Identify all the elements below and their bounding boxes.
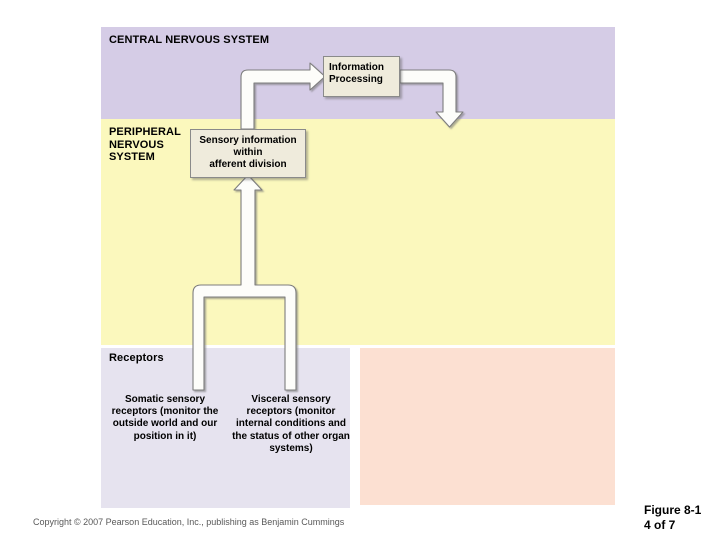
visceral-receptors-caption: Visceral sensory receptors (monitor inte…: [232, 394, 350, 454]
pns-region-title: PERIPHERAL NERVOUS SYSTEM: [109, 126, 181, 163]
somatic-receptors-caption: Somatic sensory receptors (monitor the o…: [111, 394, 219, 442]
figure-caption: Figure 8-1 4 of 7: [644, 503, 702, 532]
copyright-notice: Copyright © 2007 Pearson Education, Inc.…: [33, 517, 345, 527]
sensory-information-box: Sensory information within afferent divi…: [190, 129, 306, 178]
receptors-region-title: Receptors: [109, 352, 164, 364]
pns-region-panel: [101, 119, 615, 345]
effectors-region-panel: [360, 348, 615, 505]
information-processing-box: Information Processing: [323, 56, 400, 97]
cns-region-title: CENTRAL NERVOUS SYSTEM: [109, 34, 270, 46]
